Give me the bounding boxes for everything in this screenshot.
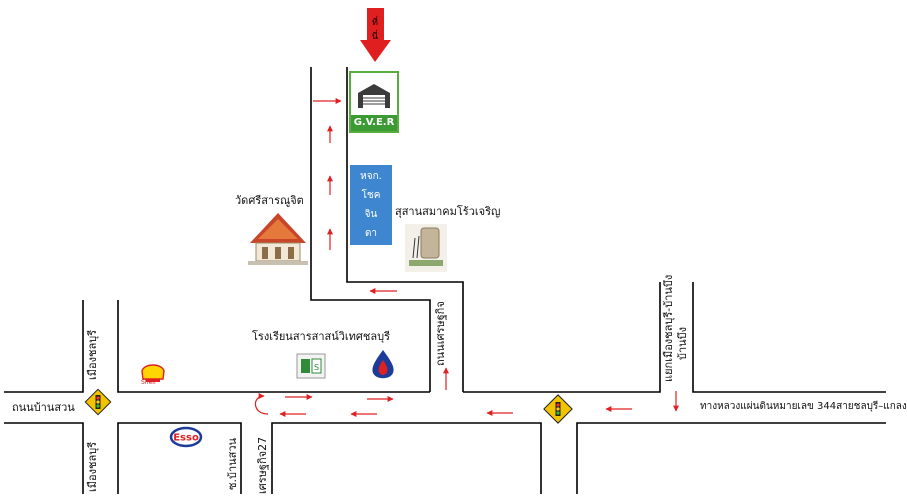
- route-map: S Esso: [4, 8, 886, 494]
- road-label-north-lane: ถนนเศรษฐกิจ: [434, 301, 447, 366]
- shop-box-line: จิน: [364, 209, 378, 220]
- west-road-label: ถนนบ้านสวน: [12, 401, 75, 414]
- temple-label: วัดศรีสารณูจิต: [235, 194, 304, 207]
- traffic-light-icon: [543, 394, 573, 424]
- destination-arrow: [360, 8, 391, 62]
- road-label-city-lower: เมืองชลบุรี: [86, 441, 99, 492]
- road-label-right-upper: แยกเมืองชลบุรี-บ้านบึง: [662, 274, 675, 382]
- highway-label: ทางหลวงแผ่นดินหมายเลข 344สายชลบุรี–แกลง: [700, 401, 907, 412]
- gver-logo-text: G.V.E.R: [351, 115, 397, 131]
- school-emblem-icon: S: [296, 353, 326, 379]
- route-arrows: [254, 98, 679, 417]
- shop-box-line: โชค: [361, 190, 381, 201]
- road-label-soi-1: ซ.บ้านสวน: [226, 437, 239, 490]
- shell-logo-icon: [141, 364, 165, 382]
- cemetery-label: สุสานสมาคมโร้วเจริญ: [395, 205, 501, 218]
- esso-logo-icon: Esso: [169, 426, 203, 448]
- traffic-light-icon: [84, 388, 112, 416]
- gver-logo: G.V.E.R: [349, 71, 399, 133]
- school-label: โรงเรียนสารสาสน์วิเทศชลบุรี: [252, 330, 391, 343]
- shell-label: Shell: [141, 379, 156, 386]
- road-label-city-upper: เมืองชลบุรี: [86, 329, 99, 380]
- road-edges: [4, 67, 886, 494]
- shop-box-line: หจก.: [360, 171, 382, 182]
- warehouse-icon: [358, 84, 390, 108]
- shop-box: หจก. โชค จิน ดา: [350, 165, 392, 245]
- destination-arrow-label: ที่นี่: [371, 18, 379, 42]
- esso-logo-text: Esso: [173, 433, 199, 444]
- svg-text:S: S: [314, 363, 319, 372]
- shop-box-line: ดา: [364, 228, 378, 239]
- temple-icon: [248, 213, 308, 265]
- road-label-soi-2: เศรษฐกิจ27: [256, 436, 269, 494]
- road-label-side-right: บ้านบึง: [676, 326, 689, 360]
- ptt-logo-icon: [372, 350, 394, 379]
- monument-icon: [405, 224, 447, 272]
